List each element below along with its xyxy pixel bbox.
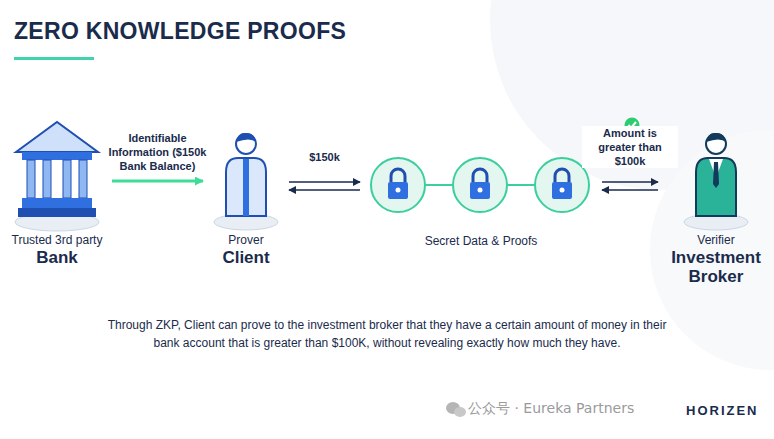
node-role: Verifier [660, 233, 772, 248]
secret-proof-locks [371, 158, 589, 212]
proof-group-node: Secret Data & Proofs [362, 125, 600, 249]
node-role: Prover [205, 233, 287, 248]
arrow-line [602, 181, 658, 183]
node-role: Secret Data & Proofs [362, 234, 600, 249]
node-name: Client [205, 248, 287, 267]
node-role: Trusted 3rd party [4, 233, 110, 248]
connector-arrow [112, 181, 203, 182]
edge-label: Amount is greater than $100k [582, 126, 678, 168]
arrow-line [602, 189, 658, 191]
prover-node: ProverClient [205, 125, 287, 267]
edge-label: Identifiable Information ($150k Bank Bal… [104, 131, 212, 173]
title: ZERO KNOWLEDGE PROOFS [14, 18, 346, 45]
logo-text: HORIZEN [686, 403, 759, 418]
arrow-line [289, 181, 360, 183]
edge-label: $150k [293, 150, 357, 164]
connector-arrow [602, 182, 658, 190]
watermark-icon [446, 402, 466, 417]
verifier-figure [684, 133, 748, 230]
watermark: 公众号 · Eureka Partners [468, 400, 634, 418]
bank-icon [15, 122, 99, 231]
arrow-line [289, 189, 360, 191]
bank-node: Trusted 3rd partyBank [4, 125, 110, 267]
node-name: Bank [4, 248, 110, 267]
node-name: Investment Broker [660, 248, 772, 286]
connector-arrow [289, 182, 360, 190]
prover-figure [214, 133, 278, 230]
caption: Through ZKP, Client can prove to the inv… [102, 316, 672, 352]
title-underline [14, 57, 94, 60]
arrow-line [112, 180, 203, 183]
